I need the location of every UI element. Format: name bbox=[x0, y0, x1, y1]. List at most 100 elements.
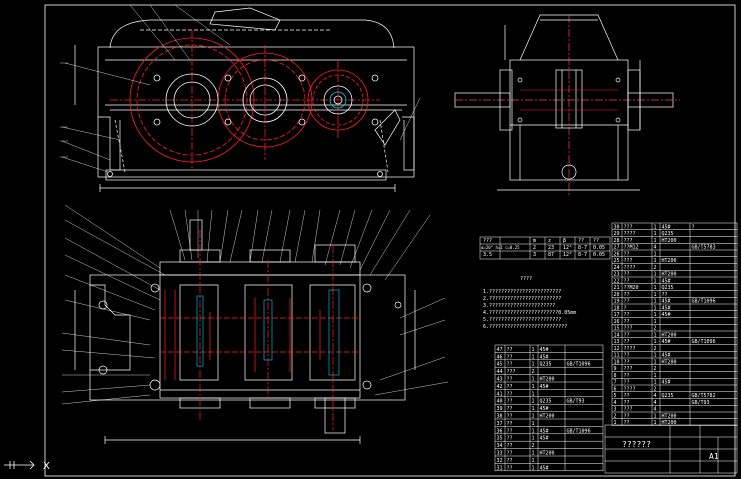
bom-cell: 1 bbox=[654, 359, 657, 365]
bom-cell: 45# bbox=[540, 428, 549, 434]
bom-cell: ???? bbox=[624, 346, 636, 352]
bom-cell: ?? bbox=[624, 332, 630, 338]
front-view-gears bbox=[110, 30, 380, 170]
bom-cell: ?? bbox=[507, 391, 513, 397]
bom-cell: HT200 bbox=[662, 272, 677, 278]
bom-cell: ?? bbox=[507, 347, 513, 353]
bom-cell: HT200 bbox=[540, 451, 555, 457]
bom-cell: 1 bbox=[532, 384, 535, 390]
bom-cell: 1 bbox=[654, 319, 657, 325]
note-line: 6.?????????????????????????? bbox=[483, 324, 567, 330]
bom-cell: ?? bbox=[507, 384, 513, 390]
param-cell: 3 bbox=[533, 252, 536, 258]
bom-cell: 1 bbox=[532, 428, 535, 434]
bom-cell: 4 bbox=[614, 400, 617, 406]
bom-cell: 3 bbox=[614, 407, 617, 413]
bom-cell: 8 bbox=[614, 373, 617, 379]
drawing-title: ?????? bbox=[622, 440, 651, 449]
bom-cell: 1 bbox=[614, 420, 617, 426]
bom-cell: 41 bbox=[497, 391, 503, 397]
bom-cell: 33 bbox=[497, 451, 503, 457]
bom-cell: HT200 bbox=[662, 420, 677, 426]
bom-cell: Q235 bbox=[662, 393, 674, 399]
bom-cell: ??? bbox=[507, 369, 516, 375]
param-cell: 87 bbox=[548, 252, 554, 258]
bom-cell: 32 bbox=[497, 458, 503, 464]
bom-cell: ???? bbox=[624, 231, 636, 237]
bom-cell: HT200 bbox=[662, 413, 677, 419]
bom-cell: 2 bbox=[532, 369, 535, 375]
bom-cell: 5 bbox=[614, 393, 617, 399]
bom-cell: 20 bbox=[614, 292, 620, 298]
front-view-bearings bbox=[107, 73, 383, 177]
bom-cell: ?? bbox=[507, 406, 513, 412]
bom-cell: ??? bbox=[624, 238, 633, 244]
param-cell: 2 bbox=[533, 245, 536, 251]
bom-cell: ?? bbox=[507, 354, 513, 360]
params-table-text: ??? m z β ?? ?? α=20° h=1 c=0.25 2 23 12… bbox=[481, 238, 605, 258]
bom-cell: 38 bbox=[497, 414, 503, 420]
bom-cell: ?? bbox=[507, 436, 513, 442]
bom-cell: 45# bbox=[662, 339, 671, 345]
note-line: 3.?????????????????????? bbox=[483, 303, 555, 309]
bom-cell: ? bbox=[624, 305, 627, 311]
bom-cell: 11 bbox=[614, 353, 620, 359]
bom-cell: ?? bbox=[624, 319, 630, 325]
param-cell: ??? bbox=[483, 238, 492, 244]
note-line: 1.???????????????????????? bbox=[483, 289, 561, 295]
bom-cell: HT200 bbox=[540, 414, 555, 420]
title-block bbox=[604, 424, 738, 474]
note-line: 5.???????????????????????? bbox=[483, 317, 561, 323]
bom-cell: ?? bbox=[507, 399, 513, 405]
bom-cell: 45# bbox=[662, 380, 671, 386]
bom-cell: 30 bbox=[614, 224, 620, 230]
bom-cell: 10 bbox=[614, 359, 620, 365]
bom-cell: 1 bbox=[654, 373, 657, 379]
bom-cell: 25 bbox=[614, 258, 620, 264]
bom-cell: 36 bbox=[497, 428, 503, 434]
bom-cell: ?? bbox=[624, 400, 630, 406]
bom-cell: ?? bbox=[624, 393, 630, 399]
param-cell: 12° bbox=[563, 245, 572, 251]
bom-cell: 1 bbox=[532, 436, 535, 442]
param-cell: 8-7 bbox=[578, 252, 587, 258]
bom-cell: 15 bbox=[614, 326, 620, 332]
bom-cell: 4 bbox=[654, 245, 657, 251]
bom-cell: 34 bbox=[497, 443, 503, 449]
bom-cell: 1 bbox=[532, 406, 535, 412]
bom-cell: 2 bbox=[654, 366, 657, 372]
param-cell: ?? bbox=[578, 238, 584, 244]
bom-cell: ?? bbox=[624, 272, 630, 278]
bom-cell: 1 bbox=[654, 238, 657, 244]
bom-cell: 1 bbox=[654, 258, 657, 264]
bom-cell: ?? bbox=[624, 278, 630, 284]
bom-cell: 1 bbox=[654, 305, 657, 311]
bom-cell: Q235 bbox=[540, 362, 552, 368]
bom-cell: 14 bbox=[614, 332, 620, 338]
bom-cell: 27 bbox=[614, 245, 620, 251]
bom-cell: 2 bbox=[532, 443, 535, 449]
param-cell: ?? bbox=[593, 238, 599, 244]
param-cell: 0.05 bbox=[593, 245, 605, 251]
front-view bbox=[74, 7, 415, 192]
bom-cell: HT200 bbox=[540, 377, 555, 383]
bom-cell: GB/T1096 bbox=[692, 339, 716, 345]
top-view-leaders bbox=[61, 204, 449, 405]
param-cell: β bbox=[563, 238, 566, 244]
technical-notes: ???? 1.???????????????????????? 2.??????… bbox=[483, 276, 576, 330]
bom-cell: ?? bbox=[507, 465, 513, 471]
ucs-x-label: X bbox=[43, 461, 50, 472]
bom-cell: 24 bbox=[614, 265, 620, 271]
bom-cell: HT200 bbox=[662, 238, 677, 244]
bom-cell: 1 bbox=[532, 414, 535, 420]
bom-cell: ?? bbox=[624, 413, 630, 419]
bom-cell: 1 bbox=[654, 292, 657, 298]
bom-cell: 44 bbox=[497, 369, 503, 375]
bom-cell: ?? bbox=[662, 292, 668, 298]
bom-cell: 16 bbox=[614, 319, 620, 325]
bom-cell: 2 bbox=[614, 413, 617, 419]
bom-cell: 1 bbox=[654, 339, 657, 345]
bom-cell: ?? bbox=[624, 299, 630, 305]
bom-cell: 1 bbox=[654, 299, 657, 305]
